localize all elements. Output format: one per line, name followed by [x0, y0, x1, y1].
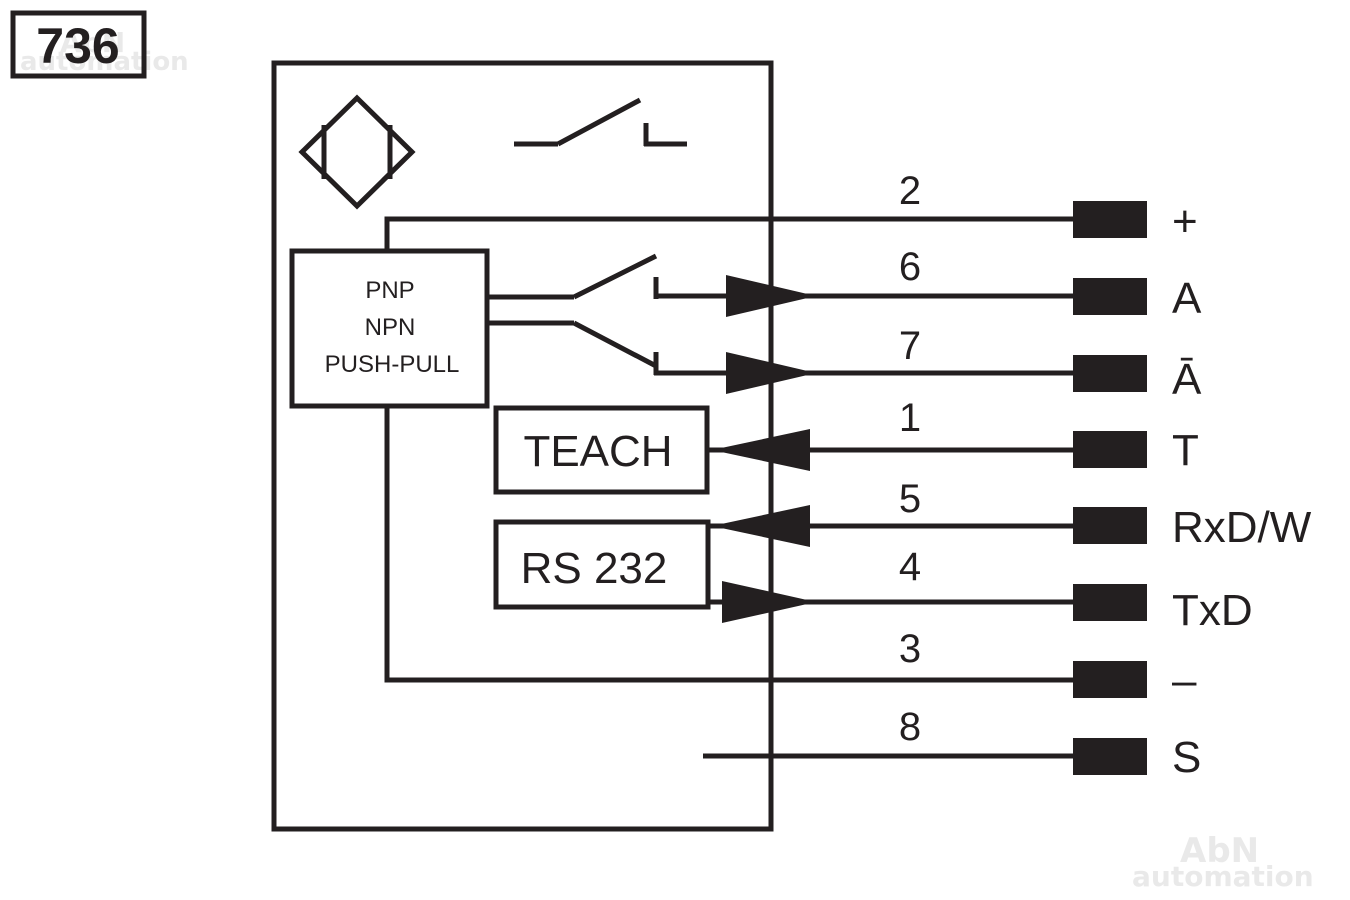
- terminal-pin-1: [1073, 431, 1147, 468]
- output-stage-push-pull: PUSH-PULL: [325, 351, 460, 378]
- output-stage-npn: NPN: [365, 314, 416, 341]
- watermark-top-line1: AbN: [60, 26, 125, 59]
- signal-label-minus: –: [1172, 656, 1197, 705]
- wire-pin-3: [384, 406, 1075, 683]
- txd-output-arrow-icon: [722, 581, 816, 623]
- signal-label-plus: +: [1172, 197, 1198, 246]
- pin-number-1: 1: [899, 396, 921, 440]
- terminal-pin-2: [1073, 201, 1147, 238]
- rs232-label: RS 232: [521, 544, 668, 593]
- output-switch-a-icon: [487, 253, 1075, 300]
- watermark-top-line2: automation: [20, 47, 189, 77]
- terminal-pin-7: [1073, 355, 1147, 392]
- normally-open-contact-icon: [514, 97, 687, 147]
- diagram-code: 736: [36, 18, 119, 74]
- signal-label-a-bar: Ā: [1172, 355, 1202, 404]
- terminal-pin-4: [1073, 584, 1147, 621]
- pin-number-2: 2: [899, 169, 921, 213]
- pin-number-6: 6: [899, 245, 921, 289]
- output-switch-a-bar-icon: [487, 320, 1075, 376]
- terminal-pin-8: [1073, 738, 1147, 775]
- rxd-input-arrow-icon: [712, 505, 810, 547]
- pin-number-3: 3: [899, 627, 921, 671]
- signal-label-rxd-w: RxD/W: [1172, 503, 1312, 552]
- signal-label-t: T: [1172, 426, 1199, 475]
- sensor-symbol-icon: [298, 94, 416, 210]
- watermark-bottom-line1: AbN: [1180, 831, 1259, 871]
- terminal-pin-5: [1073, 507, 1147, 544]
- wire-pin-2: [384, 216, 1075, 252]
- teach-input-arrow-icon: [712, 429, 810, 471]
- rs232-box: [493, 519, 711, 610]
- pin-number-8: 8: [899, 705, 921, 749]
- pin-number-7: 7: [899, 324, 921, 368]
- watermark-bottom-line2: automation: [1132, 860, 1314, 893]
- output-stage-pnp: PNP: [365, 277, 414, 304]
- terminal-pin-6: [1073, 278, 1147, 315]
- signal-label-a: A: [1172, 274, 1202, 323]
- teach-label: TEACH: [523, 427, 672, 476]
- signal-label-txd: TxD: [1172, 586, 1253, 635]
- output-a-arrow-icon: [726, 275, 816, 317]
- diagram-code-box: [10, 10, 147, 79]
- terminal-pin-3: [1073, 661, 1147, 698]
- pin-number-5: 5: [899, 477, 921, 521]
- pin-number-4: 4: [899, 545, 921, 589]
- output-a-bar-arrow-icon: [726, 352, 816, 394]
- signal-label-s: S: [1172, 733, 1201, 782]
